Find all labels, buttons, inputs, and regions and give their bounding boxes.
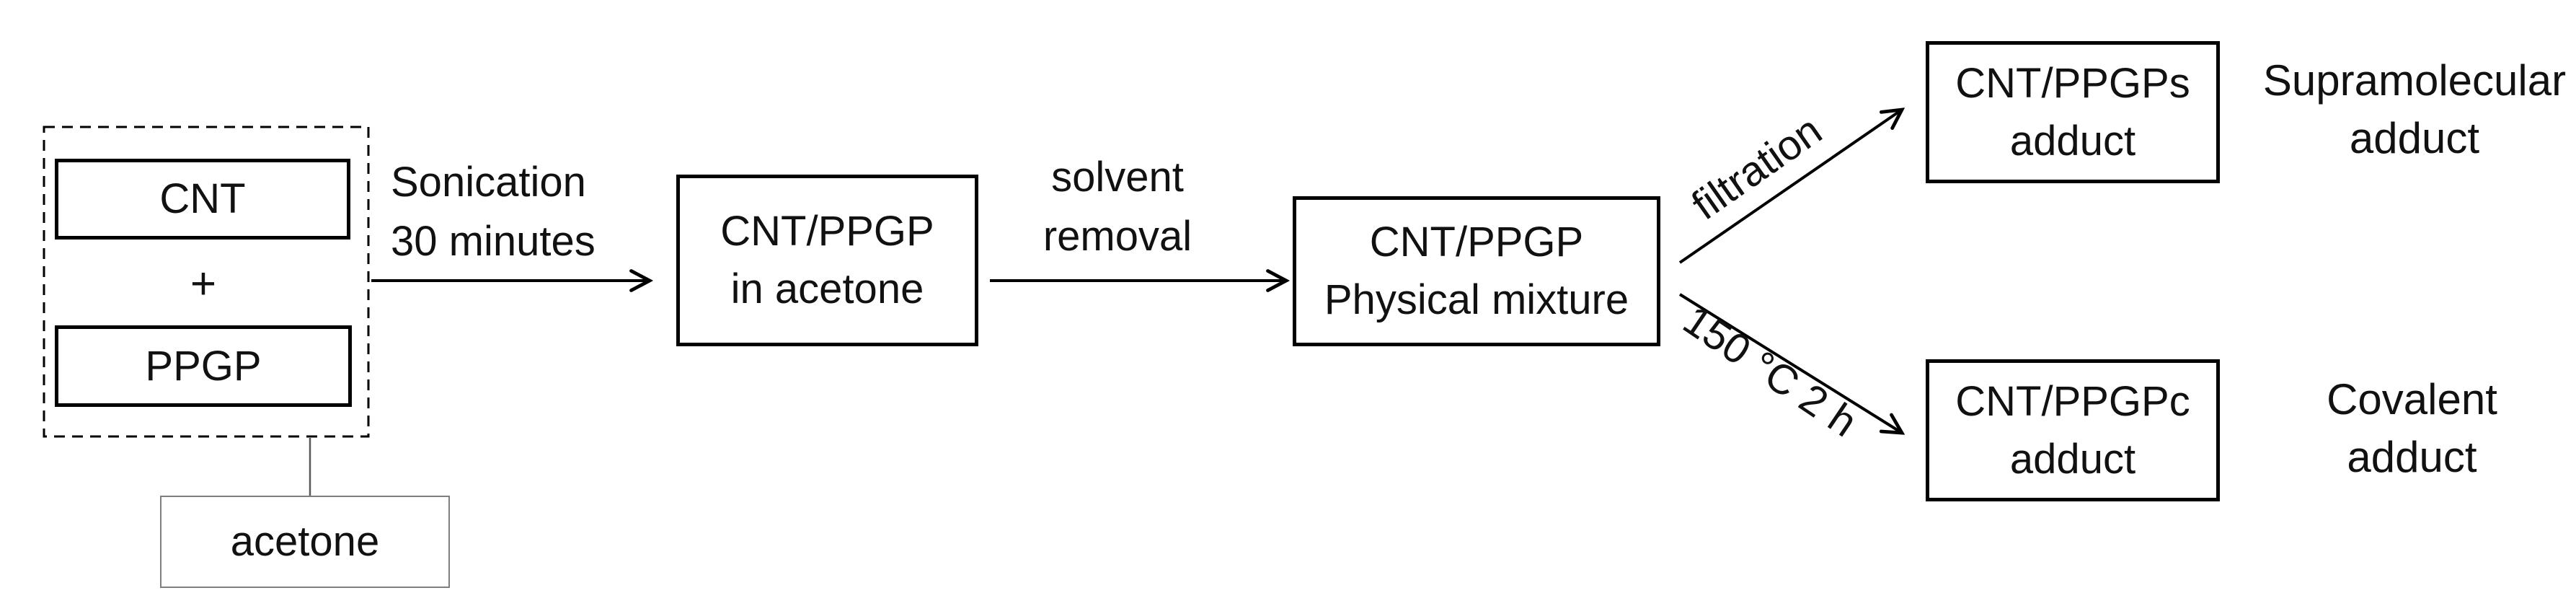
sonication-arrow-label: Sonication 30 minutes <box>391 153 596 271</box>
heating-arrow <box>1678 293 1902 433</box>
filtration-arrow <box>1678 110 1902 264</box>
supramolecular-annotation-line1: Supramolecular <box>2262 56 2567 105</box>
reactant-group-dashed-box <box>43 126 370 438</box>
cnt-ppgpc-adduct-line1: CNT/PPGPc <box>1955 377 2190 425</box>
cnt-ppgpc-adduct-box: CNT/PPGPc adduct <box>1926 359 2220 501</box>
covalent-annotation-line2: adduct <box>2347 433 2477 481</box>
cnt-box: CNT <box>55 159 350 240</box>
cnt-ppgpc-adduct-line2: adduct <box>2009 435 2136 483</box>
solvent-removal-label-line1: solvent <box>1051 154 1184 201</box>
physical-mixture-line1: CNT/PPGP <box>1369 219 1584 265</box>
supramolecular-annotation: Supramolecular adduct <box>2253 52 2576 167</box>
cnt-box-label: CNT <box>159 175 246 222</box>
ppgp-box: PPGP <box>55 325 352 407</box>
cnt-ppgps-adduct-line2: adduct <box>2009 117 2136 164</box>
covalent-annotation-line1: Covalent <box>2327 375 2497 423</box>
solvent-removal-arrow-label: solvent removal <box>988 148 1247 266</box>
solvent-removal-label-line2: removal <box>1043 213 1192 260</box>
acetone-box-label: acetone <box>230 518 380 565</box>
mixture-in-acetone-box: CNT/PPGP in acetone <box>676 175 978 346</box>
mixture-in-acetone-line1: CNT/PPGP <box>720 208 934 255</box>
physical-mixture-box: CNT/PPGP Physical mixture <box>1293 196 1660 346</box>
covalent-annotation: Covalent adduct <box>2266 371 2558 486</box>
acetone-box: acetone <box>160 496 450 588</box>
sonication-arrow-label-line2: 30 minutes <box>391 218 596 265</box>
supramolecular-annotation-line2: adduct <box>2349 114 2480 162</box>
plus-sign: + <box>190 259 217 309</box>
mixture-in-acetone-line2: in acetone <box>730 265 924 312</box>
sonication-arrow-label-line1: Sonication <box>391 159 586 206</box>
cnt-ppgps-adduct-box: CNT/PPGPs adduct <box>1926 41 2220 183</box>
ppgp-box-label: PPGP <box>145 342 262 390</box>
cnt-ppgps-adduct-line1: CNT/PPGPs <box>1955 59 2190 107</box>
physical-mixture-line2: Physical mixture <box>1324 276 1629 323</box>
